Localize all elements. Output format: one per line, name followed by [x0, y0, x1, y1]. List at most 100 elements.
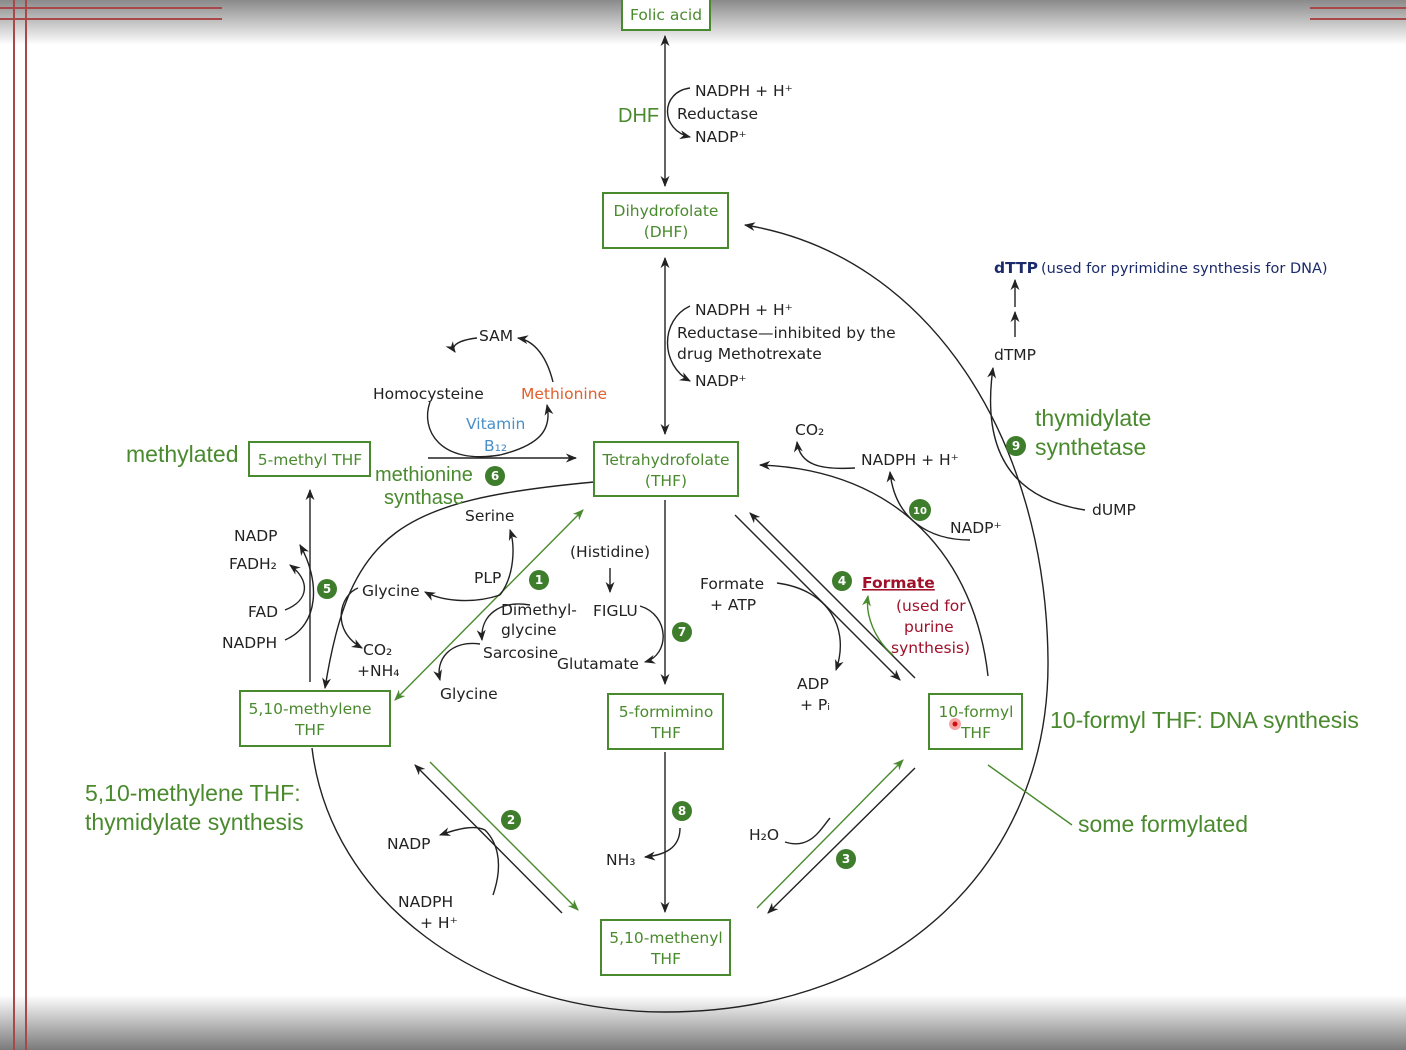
dttp-label: dTTP — [994, 259, 1038, 277]
nh4-label: +NH₄ — [357, 662, 399, 680]
methylated-annotation: methylated — [126, 441, 239, 467]
fad-label: FAD — [248, 603, 278, 621]
dttp-note: (used for pyrimidine synthesis for DNA) — [1041, 261, 1328, 277]
reaction-arrows — [284, 34, 1086, 1013]
svg-text:1: 1 — [535, 573, 543, 587]
adp-label: ADP — [797, 675, 829, 693]
formimino-thf-label: 5-formimino — [619, 703, 714, 721]
nadph-label-2: NADPH — [398, 893, 453, 911]
formate-atp-label: Formate — [700, 575, 764, 593]
svg-text:7: 7 — [678, 625, 686, 639]
glutamate-label: Glutamate — [557, 655, 639, 673]
formate-link[interactable]: Formate — [862, 574, 935, 592]
formimino-thf-label-2: THF — [650, 724, 681, 742]
annotations: DHF methylated methionine synthase thymi… — [85, 105, 1359, 837]
methylene-annotation: 5,10-methylene THF: — [85, 780, 301, 806]
methionine-label: Methionine — [521, 385, 607, 403]
formyl-thf-label: 10-formyl — [939, 703, 1014, 721]
nadph-h-label: NADPH + H⁺ — [861, 451, 959, 469]
step-6-marker: 6 — [485, 466, 505, 486]
step-1-marker: 1 — [529, 570, 549, 590]
synthetase-annotation: synthetase — [1035, 434, 1146, 460]
formyl-dna-annotation: 10-formyl THF: DNA synthesis — [1050, 707, 1359, 733]
methenyl-thf-label: 5,10-methenyl — [609, 929, 722, 947]
dhf-annotation: DHF — [618, 105, 659, 127]
methyl-thf-label: 5-methyl THF — [258, 451, 363, 469]
dhf-label: Dihydrofolate — [614, 202, 719, 220]
h2o-label: H₂O — [749, 826, 779, 844]
dimethylglycine-label-2: glycine — [501, 621, 557, 639]
svg-text:4: 4 — [838, 574, 846, 588]
homocysteine-label: Homocysteine — [373, 385, 484, 403]
figlu-label: FIGLU — [593, 602, 638, 620]
formate-atp-label-2: + ATP — [710, 596, 756, 614]
dhf-reductase-label: Reductase — [677, 105, 758, 123]
histidine-label: (Histidine) — [570, 543, 650, 561]
methylene-thf-label: 5,10-methylene — [248, 700, 371, 718]
step-8-marker: 8 — [672, 801, 692, 821]
nadp-label-2: NADP — [387, 835, 430, 853]
pi-label: + Pᵢ — [800, 696, 830, 714]
step-10-marker: 10 — [909, 499, 931, 521]
box-folic-acid: Folic acid — [621, 0, 711, 31]
thymidylate-annotation: thymidylate — [1035, 405, 1151, 431]
serine-label: Serine — [465, 507, 514, 525]
thf-abbr: (THF) — [645, 472, 687, 490]
reaction-labels: NADPH + H⁺ Reductase NADP⁺ NADPH + H⁺ Re… — [222, 82, 1328, 932]
nh3-label: NH₃ — [606, 851, 635, 869]
step-4-marker: 4 — [832, 571, 852, 591]
dump-label: dUMP — [1092, 501, 1136, 519]
co2-label-2: CO₂ — [795, 421, 824, 439]
methenyl-thf-label-2: THF — [650, 950, 681, 968]
box-dhf: Dihydrofolate (DHF) — [602, 192, 729, 249]
box-5-methyl-thf: 5-methyl THF — [248, 441, 371, 477]
methionine-synthase-annotation: methionine — [375, 464, 473, 486]
formyl-thf-label-2: THF — [960, 724, 991, 742]
svg-text:3: 3 — [842, 852, 850, 866]
formate-note-2: purine — [904, 618, 954, 636]
svg-text:9: 9 — [1012, 439, 1020, 453]
sarcosine-label: Sarcosine — [483, 644, 558, 662]
thf-reductase-label: Reductase—inhibited by the — [677, 324, 896, 342]
b12-label: B₁₂ — [484, 437, 507, 455]
dhf-abbr: (DHF) — [644, 223, 689, 241]
plp-label: PLP — [474, 569, 501, 587]
sam-label: SAM — [479, 327, 513, 345]
bottom-shadow — [0, 995, 1406, 1050]
svg-text:8: 8 — [678, 804, 686, 818]
nadp-plus-label: NADP⁺ — [950, 519, 1002, 537]
nadp-label: NADP — [234, 527, 277, 545]
h-plus-label: + H⁺ — [420, 914, 458, 932]
methionine-synthase-annotation-2: synthase — [384, 487, 464, 509]
formate-note-3: synthesis) — [891, 639, 970, 657]
methylene-annotation-2: thymidylate synthesis — [85, 809, 304, 835]
methotrexate-label: drug Methotrexate — [677, 345, 822, 363]
dhf-nadp-label: NADP⁺ — [695, 128, 747, 146]
thf-nadph-label: NADPH + H⁺ — [695, 301, 793, 319]
glycine-label-2: Glycine — [440, 685, 498, 703]
fadh2-label: FADH₂ — [229, 555, 277, 573]
svg-text:10: 10 — [913, 506, 927, 517]
box-thf: Tetrahydrofolate (THF) — [593, 441, 739, 497]
dimethylglycine-label: Dimethyl- — [501, 601, 577, 619]
nadph-label: NADPH — [222, 634, 277, 652]
svg-text:6: 6 — [491, 469, 499, 483]
glycine-label: Glycine — [362, 582, 420, 600]
svg-text:2: 2 — [507, 813, 515, 827]
step-5-marker: 5 — [317, 579, 337, 599]
co2-label: CO₂ — [363, 641, 392, 659]
step-markers: 1 2 3 4 5 6 7 8 9 10 — [317, 436, 1026, 869]
dtmp-label: dTMP — [994, 346, 1036, 364]
thf-label: Tetrahydrofolate — [601, 451, 729, 469]
vitamin-label: Vitamin — [466, 415, 525, 433]
step-3-marker: 3 — [836, 849, 856, 869]
formate-note: (used for — [896, 597, 966, 615]
dhf-nadph-label: NADPH + H⁺ — [695, 82, 793, 100]
step-9-marker: 9 — [1006, 436, 1026, 456]
formylated-annotation: some formylated — [1078, 811, 1248, 837]
